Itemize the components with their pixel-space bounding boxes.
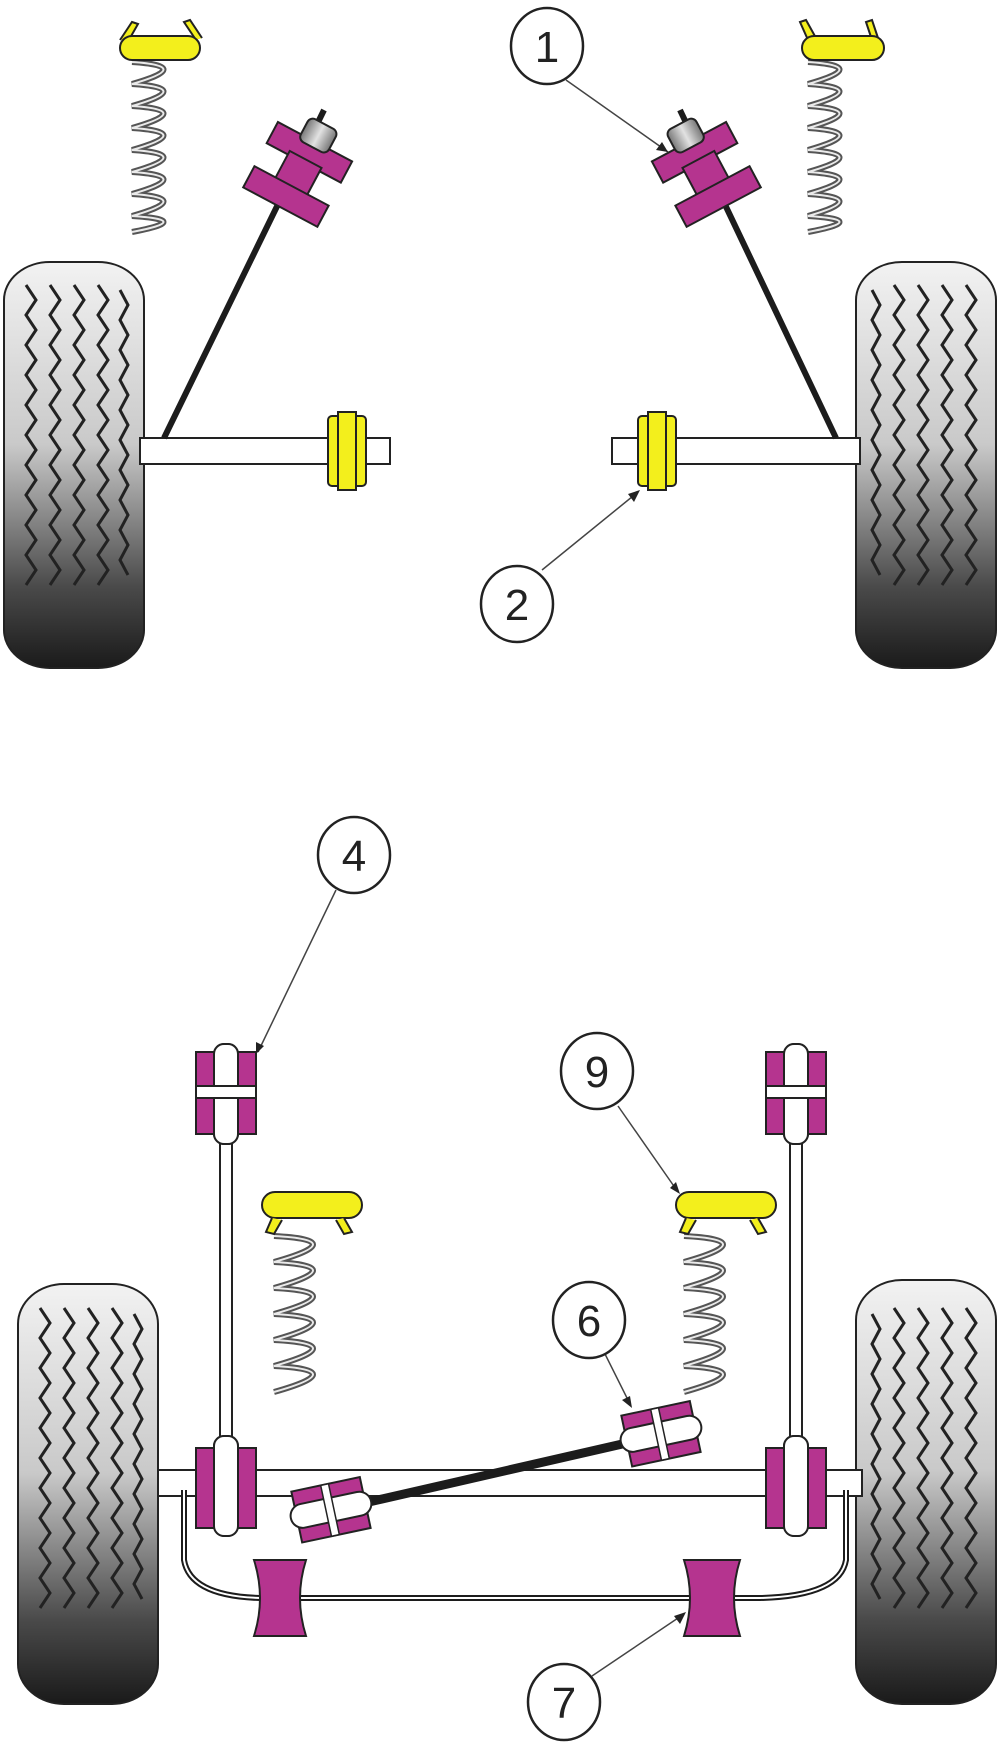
rear-anti-roll-bar [181,1490,849,1601]
front-left-arm-bush [327,411,367,491]
panhard-rod [358,1435,642,1509]
front-right-arm-bush [637,411,677,491]
rear-right-damper-top-bush [765,1043,827,1145]
rear-right-spring [683,1233,726,1395]
rear-left-tyre [17,1283,159,1705]
callout-1: 1 [509,6,669,153]
rear-right-spring-pad [675,1191,777,1236]
front-left-spring [131,59,167,235]
panhard-rod-bush-right [619,1399,703,1468]
callout-2-label: 2 [505,581,529,630]
anti-roll-bar-bush-right [682,1559,742,1637]
callout-2: 2 [479,490,640,644]
front-right-strut-bush [650,117,763,229]
callout-9: 9 [559,1031,680,1194]
callout-7: 7 [526,1612,686,1742]
front-left-tyre [3,261,145,669]
callout-4-label: 4 [342,832,366,881]
callout-6: 6 [551,1280,632,1408]
front-right-spring [807,59,843,235]
rear-left-damper-top-bush [195,1043,257,1145]
rear-right-tyre [855,1279,997,1705]
rear-left-damper-bottom-bush [195,1435,257,1537]
rear-left-spring [273,1233,316,1395]
rear-beam-axle [157,1469,863,1497]
front-right-tyre [855,261,997,669]
callout-6-label: 6 [577,1297,601,1346]
callout-7-label: 7 [552,1679,576,1728]
front-right-spring-pad [798,18,885,61]
callout-1-label: 1 [535,23,559,72]
front-right-arm [611,108,861,465]
front-left-strut-bush [241,117,354,229]
panhard-rod-bush-left [289,1475,373,1544]
front-left-spring-pad [119,18,203,61]
front-left-arm [139,108,391,465]
callout-4: 4 [256,815,392,1054]
anti-roll-bar-bush-left [252,1559,308,1637]
rear-right-damper-bottom-bush [765,1435,827,1537]
rear-left-spring-pad [261,1191,363,1236]
callout-9-label: 9 [585,1048,609,1097]
